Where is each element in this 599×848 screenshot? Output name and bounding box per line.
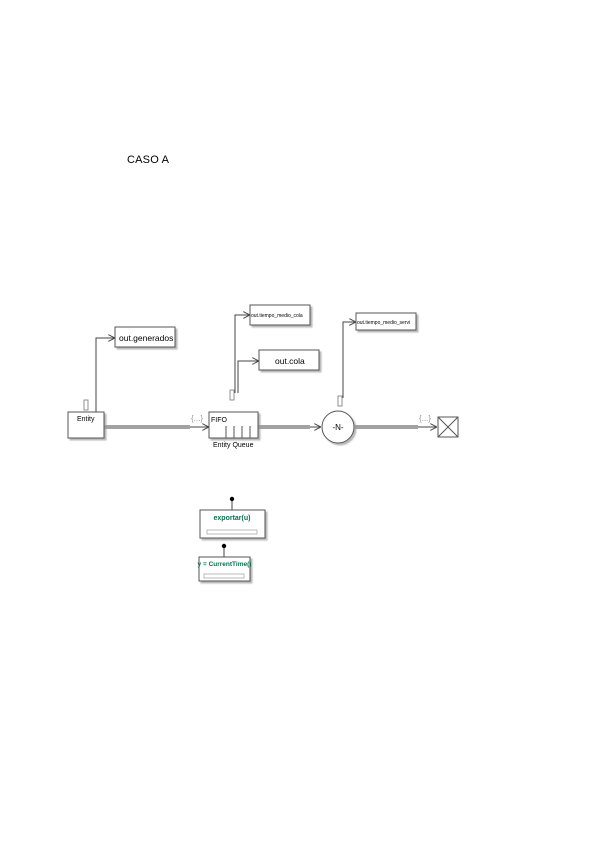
out-tiempo-medio-servicio-label: out.tiempo_medio_servi xyxy=(357,320,410,326)
entity-server-block[interactable]: -N- xyxy=(321,410,355,444)
port-glyphs xyxy=(83,389,343,411)
exportar-function-label: exportar(u) xyxy=(214,515,251,522)
out-cola-label: out.cola xyxy=(275,356,305,366)
goto-tag-right: {...} xyxy=(419,414,431,423)
currenttime-function-label: y = CurrentTime() xyxy=(198,561,252,568)
out-generados-block[interactable]: out.generados xyxy=(114,326,176,348)
out-cola-block[interactable]: out.cola xyxy=(258,349,320,371)
out-tiempo-medio-servicio-block[interactable]: out.tiempo_medio_servi xyxy=(355,312,417,331)
server-label: -N- xyxy=(332,423,343,432)
connector-generados xyxy=(95,338,114,412)
currenttime-function-block[interactable]: y = CurrentTime() xyxy=(198,556,252,582)
exportar-function-block[interactable]: exportar(u) xyxy=(199,509,266,539)
connector-tiempo-medio-servicio xyxy=(342,322,355,398)
entity-terminator-block[interactable] xyxy=(437,416,459,438)
out-tiempo-medio-cola-block[interactable]: out.tiempo_medio_cola xyxy=(249,304,311,326)
currenttime-input-dot xyxy=(221,543,227,549)
connector-tiempo-medio-cola xyxy=(234,315,249,393)
entity-generator-label: Entity xyxy=(77,416,95,423)
connector-cola xyxy=(237,361,258,393)
page-title: CASO A xyxy=(127,154,170,166)
connections xyxy=(95,315,436,557)
exportar-input-dot xyxy=(229,496,235,502)
goto-tag-left: {...} xyxy=(191,414,203,423)
queue-mode-label: FIFO xyxy=(211,417,227,424)
out-generados-label: out.generados xyxy=(119,333,173,343)
entity-generator-block[interactable]: Entity xyxy=(67,411,105,439)
out-tiempo-medio-cola-label: out.tiempo_medio_cola xyxy=(251,313,303,319)
queue-label: Entity Queue xyxy=(213,442,254,449)
server-port-glyph xyxy=(337,395,343,407)
queue-port-glyph xyxy=(229,389,235,401)
entity-port-glyph xyxy=(83,399,89,411)
entity-queue-block[interactable]: FIFO Entity Queue xyxy=(208,411,259,449)
